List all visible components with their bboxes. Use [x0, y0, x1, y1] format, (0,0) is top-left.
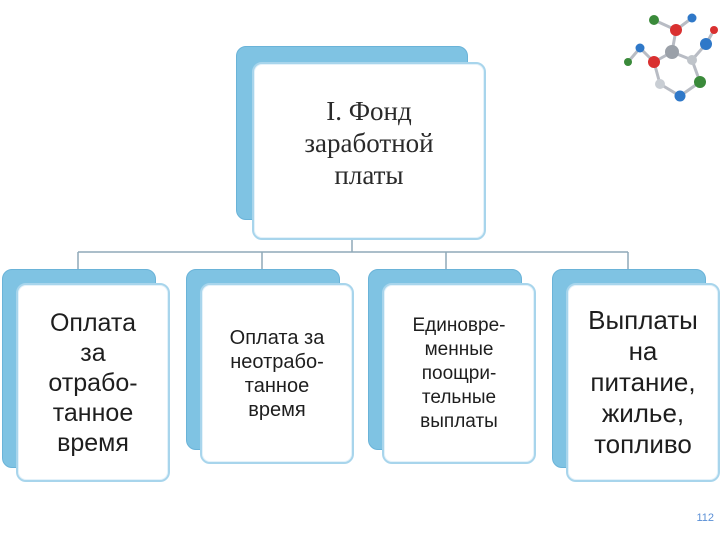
worked-time-pay-box: Оплата за отрабо- танное время [2, 269, 170, 482]
food-housing-fuel-label: Выплаты на питание, жилье, топливо [588, 305, 698, 459]
worked-time-pay-label: Оплата за отрабо- танное время [48, 308, 138, 457]
wage-fund-box: I. Фонд заработной платы [236, 46, 486, 240]
card-front: Единовре- менные поощри- тельные выплаты [382, 283, 536, 464]
one-time-bonus-label: Единовре- менные поощри- тельные выплаты [412, 314, 506, 432]
card-front: Оплата за отрабо- танное время [16, 283, 170, 482]
unworked-time-pay-label: Оплата за неотрабо- танное время [229, 326, 325, 421]
molecule-icon [624, 13, 718, 102]
page-number: 112 [696, 512, 714, 524]
unworked-time-pay-box: Оплата за неотрабо- танное время [186, 269, 354, 464]
wage-fund-box-front: I. Фонд заработной платы [252, 62, 486, 240]
food-housing-fuel-box: Выплаты на питание, жилье, топливо [552, 269, 720, 482]
one-time-bonus-box: Единовре- менные поощри- тельные выплаты [368, 269, 536, 464]
card-front: Оплата за неотрабо- танное время [200, 283, 354, 464]
wage-fund-title: I. Фонд заработной платы [304, 96, 434, 190]
card-front: Выплаты на питание, жилье, топливо [566, 283, 720, 482]
